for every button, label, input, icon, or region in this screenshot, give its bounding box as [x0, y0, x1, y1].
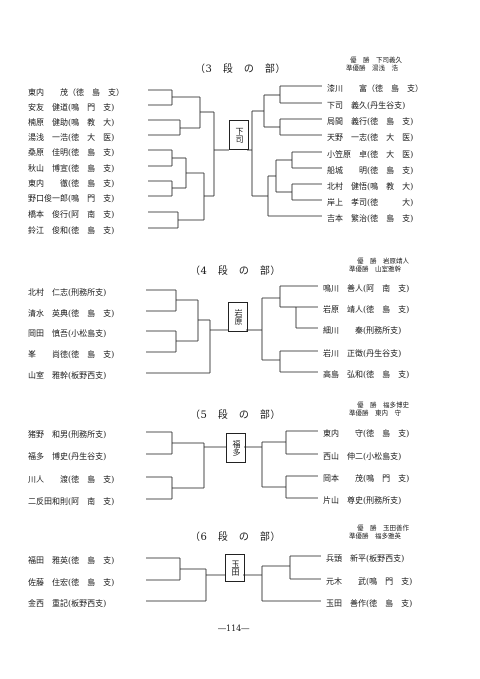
left-player: 福田 雅英(徳 島 支): [28, 556, 115, 565]
left-player: 楠原 健助(鳴 教 大): [28, 118, 115, 127]
champion-box: 下司: [229, 120, 249, 150]
left-player: 山室 雅幹(板野西支): [28, 371, 107, 380]
winner-label: 優 勝 岩原靖人: [357, 257, 409, 265]
runner-up-label: 準優勝 湯浅 浩: [346, 64, 398, 72]
section-title: （6 段 の 部）: [190, 532, 281, 543]
winner-label: 優 勝 下司義久: [350, 56, 402, 64]
right-player: 漆川 富（徳 島 支）: [327, 84, 423, 93]
right-player: 東内 守(徳 島 支): [323, 429, 410, 438]
champion-box: 福多: [226, 433, 246, 463]
left-player: 福多 博史(丹生谷支): [28, 452, 107, 461]
right-player: 吉本 繁治(徳 島 支): [327, 214, 414, 223]
left-player: 湯浅 一浩(徳 大 医): [28, 133, 115, 142]
page-number: ―114―: [218, 624, 250, 633]
section-title: （5 段 の 部）: [190, 410, 281, 421]
left-player: 猪野 和男(刑務所支): [28, 430, 107, 439]
left-player: 清水 英典(徳 島 支): [28, 309, 115, 318]
runner-up-label: 準優勝 東内 守: [349, 409, 401, 417]
left-player: 峯 尚徳(徳 島 支): [28, 350, 115, 359]
section3-right-bracket: [247, 85, 322, 217]
left-player: 金西 重記(板野西支): [28, 599, 107, 608]
right-player: 岡本 茂(鳴 門 支): [323, 474, 410, 483]
right-player: 岩原 靖人(徳 島 支): [323, 305, 410, 314]
right-player: 岸上 孝司(徳 大): [327, 198, 414, 207]
right-player: 高島 弘和(徳 島 支): [323, 370, 410, 379]
right-player: 小笠原 卓(徳 大 医): [327, 150, 414, 159]
right-player: 船城 明(徳 島 支): [327, 166, 414, 175]
section3-left-bracket: [148, 89, 229, 229]
section4-bracket: [146, 285, 318, 374]
left-player: 秋山 博宣(徳 島 支): [28, 164, 115, 173]
section6-bracket: [146, 555, 321, 602]
runner-up-label: 準優勝 山室雅幹: [349, 265, 401, 273]
right-player: 細川 秦(刑務所支): [323, 326, 402, 335]
left-player: 安友 健道(鳴 門 支): [28, 103, 115, 112]
section-title: （4 段 の 部）: [190, 266, 281, 277]
winner-label: 優 勝 福多博史: [357, 401, 409, 409]
right-player: 天野 一志(徳 大 医): [327, 133, 414, 142]
right-player: 兵頭 新平(板野西支): [326, 554, 405, 563]
left-player: 岡田 慎吾(小松島支): [28, 329, 107, 338]
right-player: 鳴川 善人(阿 南 支): [323, 284, 410, 293]
left-player: 佐藤 住宏(徳 島 支): [28, 578, 115, 587]
champion-box: 玉田: [225, 554, 245, 582]
right-player: 岩川 正徴(丹生谷支): [323, 349, 402, 358]
section-title: （3 段 の 部）: [195, 64, 286, 75]
right-player: 局間 義行(徳 島 支): [327, 117, 414, 126]
left-player: 北村 仁志(刑務所支): [28, 288, 107, 297]
left-player: 東内 茂（徳 島 支）: [28, 88, 124, 97]
right-player: 片山 尊史(刑務所支): [323, 496, 402, 505]
right-player: 北村 健悟(鳴 教 大): [327, 182, 414, 191]
runner-up-label: 準優勝 福多雅英: [349, 532, 401, 540]
right-player: 下司 義久(丹生谷支): [327, 101, 406, 110]
left-player: 桑原 佳明(徳 島 支): [28, 148, 115, 157]
section5-bracket: [146, 430, 318, 500]
right-player: 西山 伸二(小松島支): [323, 452, 402, 461]
champion-box: 岩原: [228, 302, 248, 332]
right-player: 玉田 善作(徳 島 支): [326, 599, 413, 608]
left-player: 川人 渡(徳 島 支): [28, 475, 115, 484]
left-player: 野口俊一郎(鳴 門 支): [28, 194, 115, 203]
left-player: 東内 徹(徳 島 支): [28, 179, 115, 188]
winner-label: 優 勝 玉田善作: [357, 524, 409, 532]
left-player: 鈴江 俊和(徳 島 支): [28, 226, 115, 235]
left-player: 橋本 俊行(阿 南 支): [28, 210, 115, 219]
right-player: 元木 武(鳴 門 支): [326, 577, 413, 586]
left-player: 二反田和則(阿 南 支): [28, 497, 115, 506]
